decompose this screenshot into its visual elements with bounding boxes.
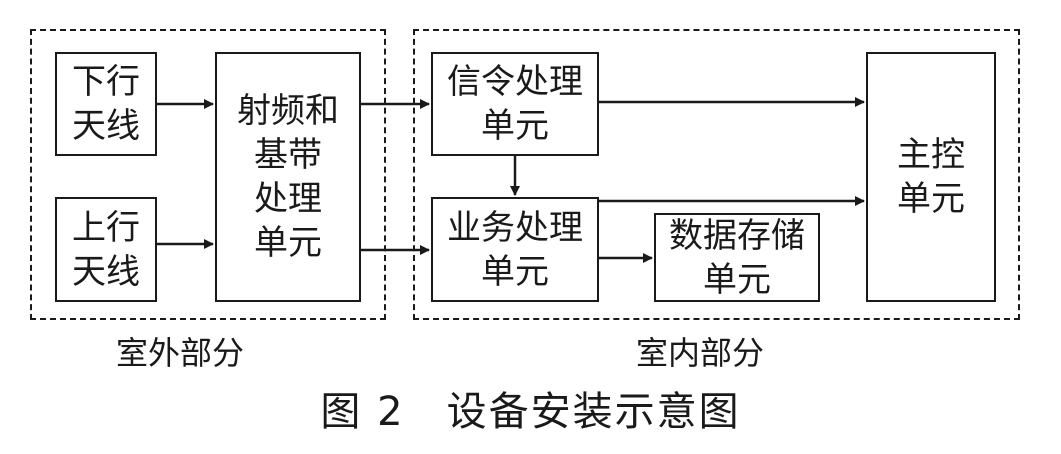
indoor-group-label: 室内部分 — [636, 334, 765, 372]
outdoor-group-label: 室外部分 — [116, 334, 245, 372]
figure-caption: 图 2 设备安装示意图 — [320, 389, 741, 435]
outdoor-group-border — [30, 29, 386, 320]
signaling-unit-label: 信令处理 单元 — [447, 62, 583, 146]
main-control-box: 主控 单元 — [866, 52, 996, 302]
service-unit-label: 业务处理 单元 — [447, 207, 583, 292]
downlink-antenna-label: 下行 天线 — [72, 62, 140, 146]
service-unit-box: 业务处理 单元 — [431, 197, 599, 302]
storage-unit-box: 数据存储 单元 — [654, 213, 820, 302]
storage-unit-label: 数据存储 单元 — [669, 215, 805, 300]
downlink-antenna-box: 下行 天线 — [55, 52, 157, 156]
rf-baseband-box: 射频和 基带 处理 单元 — [215, 52, 361, 302]
uplink-antenna-box: 上行 天线 — [55, 197, 157, 302]
main-control-label: 主控 单元 — [897, 135, 965, 219]
uplink-antenna-label: 上行 天线 — [72, 207, 140, 292]
rf-baseband-label: 射频和 基带 处理 单元 — [237, 91, 339, 263]
indoor-group-border — [413, 29, 1020, 320]
signaling-unit-box: 信令处理 单元 — [431, 52, 599, 156]
